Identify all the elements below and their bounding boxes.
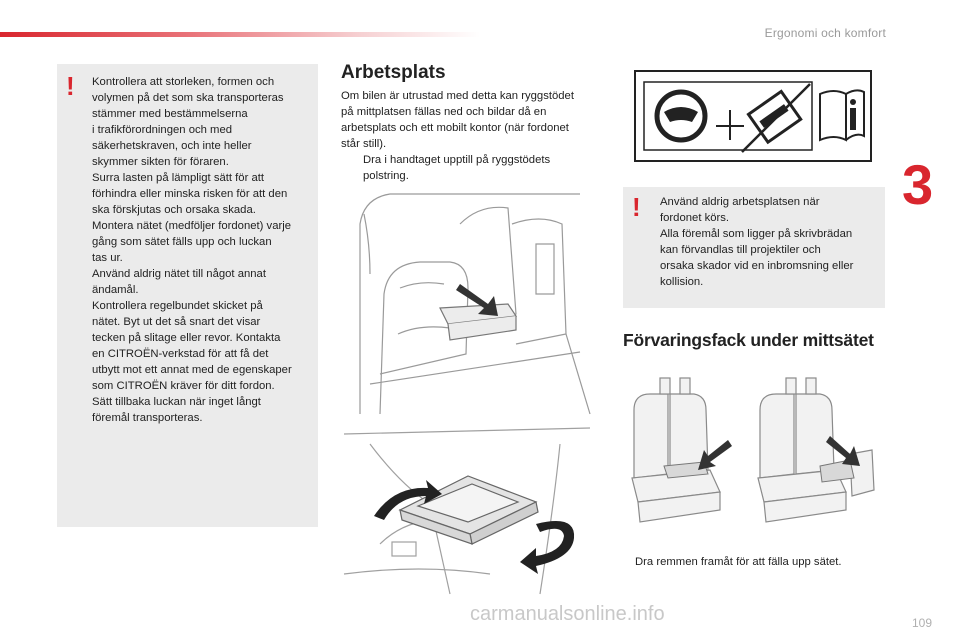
warning-line: Använd aldrig arbetsplatsen när	[660, 196, 820, 208]
warning-line: Montera nätet (medföljer fordonet) varje	[92, 220, 292, 232]
body-line: arbetsplats och ett mobilt kontor (när f…	[341, 122, 569, 134]
section-heading-arbetsplats: Arbetsplats	[341, 62, 446, 83]
warning-line: utbytt mot ett annat med de egenskaper	[92, 364, 292, 376]
warning-line: Använd aldrig nätet till något annat	[92, 268, 266, 280]
warning-line: tecken på slitage eller revor. Kontakta	[92, 332, 281, 344]
warning-line: ändamål.	[92, 284, 139, 296]
body-line: Om bilen är utrustad med detta kan ryggs…	[341, 90, 574, 102]
section-title: Ergonomi och komfort	[764, 26, 886, 40]
warning-line: volymen på det som ska transporteras	[92, 92, 284, 104]
chapter-number: 3	[902, 153, 934, 216]
warning-line: Sätt tillbaka luckan när inget långt	[92, 396, 261, 408]
warning-line: Alla föremål som ligger på skrivbrädan	[660, 228, 853, 240]
body-line: på mittplatsen fällas ned och bildar då …	[341, 106, 547, 118]
section-heading-storage: Förvaringsfack under mittsätet	[623, 330, 874, 350]
warning-line: Kontrollera regelbundet skicket på	[92, 300, 263, 312]
warning-box-load: ! Kontrollera att storleken, formen och …	[57, 64, 318, 527]
warning-line: i trafikförordningen och med	[92, 124, 233, 136]
body-line: står still).	[341, 138, 387, 150]
header-accent-bar	[0, 32, 480, 37]
warning-line: säkerhetskraven, och inte heller	[92, 140, 252, 152]
warning-line: tas ur.	[92, 252, 123, 264]
watermark: carmanualsonline.info	[470, 603, 665, 625]
warning-line: ska förskjutas och orsaka skada.	[92, 204, 256, 216]
warning-line: gång som sätet fälls upp och luckan	[92, 236, 272, 248]
warning-line: Surra lasten på lämpligt sätt för att	[92, 172, 265, 184]
warning-line: nätet. Byt ut det så snart det visar	[92, 316, 261, 328]
warning-line: föremål transporteras.	[92, 412, 203, 424]
bullet-line: polstring.	[363, 170, 409, 182]
page-number: 109	[912, 616, 933, 630]
warning-line: skymmer sikten för föraren.	[92, 156, 229, 168]
warning-line: fordonet körs.	[660, 212, 730, 224]
warning-text: Kontrollera att storleken, formen och vo…	[92, 74, 314, 426]
warning-line: som CITROËN kräver för ditt fordon.	[92, 380, 275, 392]
illustration-seat-desk	[340, 184, 602, 420]
warning-exclamation-icon: !	[632, 192, 641, 222]
illustration-storage-compartment	[624, 370, 880, 530]
warning-box-workstation: ! Använd aldrig arbetsplatsen när fordon…	[623, 187, 885, 308]
warning-line: Kontrollera att storleken, formen och	[92, 76, 275, 88]
arbetsplats-bullet: Dra i handtaget upptill på ryggstödets p…	[341, 152, 603, 184]
pictogram-no-driving-icon	[634, 70, 872, 162]
storage-caption: Dra remmen framåt för att fälla upp säte…	[623, 556, 842, 568]
bullet-line: Dra i handtaget upptill på ryggstödets	[363, 154, 551, 166]
illustration-desk-unfold	[340, 424, 602, 600]
warning-line: kollision.	[660, 276, 704, 288]
warning-line: förhindra eller minska risken för att de…	[92, 188, 288, 200]
warning-exclamation-icon: !	[66, 71, 75, 101]
warning-line: stämmer med bestämmelserna	[92, 108, 248, 120]
warning-line: orsaka skador vid en inbromsning eller	[660, 260, 854, 272]
arbetsplats-body: Om bilen är utrustad med detta kan ryggs…	[341, 88, 603, 184]
warning-line: kan förvandlas till projektiler och	[660, 244, 821, 256]
warning-line: en CITROËN-verkstad för att få det	[92, 348, 269, 360]
warning-text: Använd aldrig arbetsplatsen när fordonet…	[660, 194, 882, 290]
caption-text: Dra remmen framåt för att fälla upp säte…	[635, 556, 842, 568]
